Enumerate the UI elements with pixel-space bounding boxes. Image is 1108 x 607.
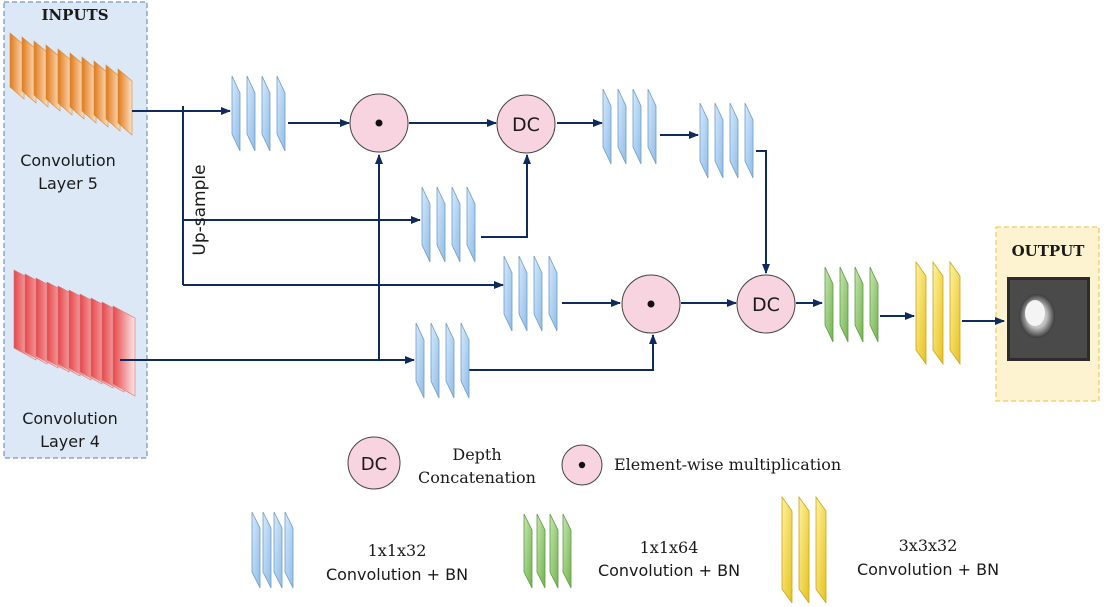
legend-dc-symbol-label: DC	[361, 454, 387, 475]
output-title: OUTPUT	[1012, 242, 1086, 260]
legend-green-block	[523, 513, 572, 589]
conv-layer5-slab	[9, 32, 25, 100]
legend-blue-line1: 1x1x32	[368, 541, 427, 560]
conv-block-yellow	[915, 260, 961, 366]
conv-layer5-label-line1: Convolution	[20, 151, 116, 170]
upsample-label: Up-sample	[190, 164, 210, 255]
legend-yellow-block	[781, 495, 827, 605]
conv-layer5-slab	[69, 52, 85, 120]
conv-layer5-slab	[45, 44, 61, 112]
conv-layer5-slab	[117, 68, 133, 136]
conv-block-d	[421, 186, 476, 263]
conv-layer4-stack	[13, 269, 136, 397]
dot-icon	[578, 461, 586, 469]
conv-block-b	[602, 88, 657, 165]
legend-blue-line2: Convolution + BN	[326, 565, 468, 584]
dot-icon	[647, 300, 655, 308]
dc-node-1: DC	[496, 94, 556, 154]
legend-green-line1: 1x1x64	[640, 538, 699, 557]
conv-layer4-label-line2: Layer 4	[40, 432, 100, 451]
legend-mult-text: Element-wise multiplication	[614, 455, 841, 474]
legend-dc-text-line1: Depth	[452, 445, 501, 464]
multiply-node-1	[349, 93, 409, 153]
conv-layer5-slab	[105, 64, 121, 132]
conv-layer5-slab	[57, 48, 73, 116]
inputs-title: INPUTS	[41, 6, 108, 24]
conv-layer4-slab	[112, 305, 136, 397]
conv-layer5-slab	[93, 60, 109, 128]
conv-block-green	[824, 266, 879, 343]
dc-node-1-label: DC	[512, 114, 540, 136]
conv-block-a	[231, 75, 286, 152]
legend-dc-text-line2: Concatenation	[418, 468, 536, 487]
output-image	[1007, 277, 1090, 361]
conv-layer5-stack	[9, 32, 133, 136]
dc-node-2: DC	[736, 274, 796, 334]
conv-layer5-slab	[33, 40, 49, 108]
legend-yellow-line1: 3x3x32	[899, 536, 958, 555]
legend-yellow-line2: Convolution + BN	[857, 560, 999, 579]
multiply-node-2	[621, 274, 681, 334]
legend-green-line2: Convolution + BN	[598, 561, 740, 580]
legend-blue-block	[251, 511, 294, 589]
legend: DC Depth Concatenation Element-wise mult…	[251, 436, 999, 605]
legend-dc-symbol	[347, 436, 401, 490]
conv-layer5-label-line2: Layer 5	[38, 174, 98, 193]
conv-layer5-slab	[81, 56, 97, 124]
conv-block-e	[503, 255, 558, 332]
conv-layer5-slab	[21, 36, 37, 104]
dot-icon	[375, 119, 383, 127]
conv-layer4-label-line1: Convolution	[22, 409, 118, 428]
conv-block-f	[415, 322, 470, 399]
dc-node-2-label: DC	[752, 294, 780, 316]
connection-arrows	[120, 106, 1005, 371]
conv-block-c	[699, 102, 754, 179]
